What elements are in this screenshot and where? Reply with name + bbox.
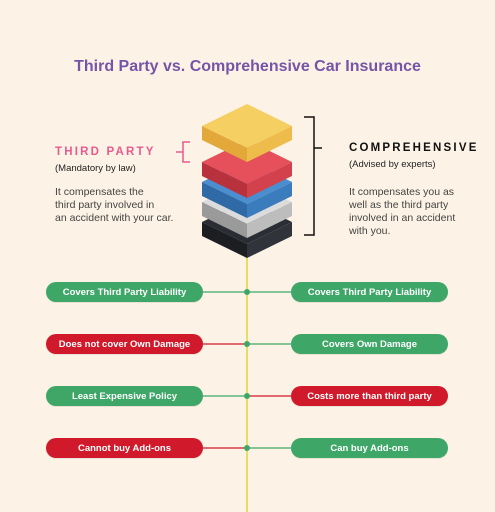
third-party-feature-pill: Cannot buy Add-ons: [46, 438, 203, 458]
comprehensive-feature-pill: Covers Third Party Liability: [291, 282, 448, 302]
comprehensive-bracket: [304, 116, 322, 236]
third-party-bracket: [176, 141, 190, 163]
third-party-subheading: (Mandatory by law): [55, 163, 136, 174]
comprehensive-feature-pill: Costs more than third party: [291, 386, 448, 406]
comprehensive-heading: COMPREHENSIVE: [349, 142, 479, 154]
third-party-feature-pill: Does not cover Own Damage: [46, 334, 203, 354]
third-party-feature-pill: Covers Third Party Liability: [46, 282, 203, 302]
comprehensive-description: It compensates you as well as the third …: [349, 186, 456, 237]
third-party-description: It compensates the third party involved …: [55, 186, 174, 224]
layer-yellow: [202, 104, 292, 162]
timeline-dots: [244, 289, 250, 451]
comprehensive-feature-pill: Can buy Add-ons: [291, 438, 448, 458]
third-party-heading: THIRD PARTY: [55, 146, 156, 158]
comprehensive-feature-pill: Covers Own Damage: [291, 334, 448, 354]
page-title: Third Party vs. Comprehensive Car Insura…: [74, 58, 421, 75]
comprehensive-subheading: (Advised by experts): [349, 159, 436, 170]
third-party-feature-pill: Least Expensive Policy: [46, 386, 203, 406]
